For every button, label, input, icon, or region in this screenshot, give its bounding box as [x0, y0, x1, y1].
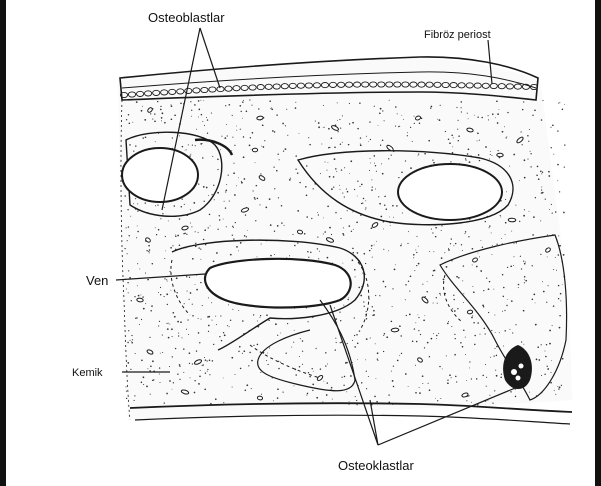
label-fibroz-periost: Fibröz periost [424, 29, 491, 41]
label-osteoklastlar: Osteoklastlar [338, 458, 415, 473]
label-osteoblastlar: Osteoblastlar [148, 10, 225, 25]
label-kemik: Kemik [72, 367, 103, 379]
bottom-band-inner [135, 415, 570, 424]
label-ven: Ven [86, 273, 108, 288]
